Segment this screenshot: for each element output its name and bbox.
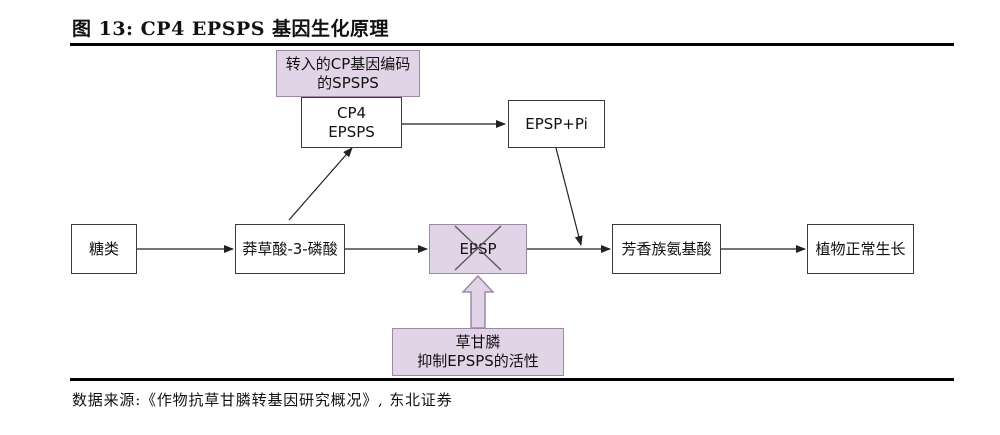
epsp-pi-label: EPSP+Pi	[525, 114, 588, 133]
shikimate-label: 莽草酸-3-磷酸	[242, 239, 338, 258]
aromatic-box: 芳香族氨基酸	[612, 224, 721, 274]
cp4-epsps-line1: CP4	[336, 103, 367, 122]
shikimate-box: 莽草酸-3-磷酸	[235, 224, 345, 274]
cp4-epsps-line2: EPSPS	[328, 122, 375, 141]
cross-mark-icon	[454, 225, 502, 271]
sugar-box: 糖类	[71, 224, 137, 274]
glyphosate-inhibition-arrow	[461, 274, 495, 329]
sugar-label: 糖类	[88, 239, 119, 258]
growth-label: 植物正常生长	[815, 239, 906, 258]
top-rule	[70, 43, 954, 46]
glyphosate-box: 草甘膦抑制EPSPS的活性	[392, 328, 564, 376]
glyphosate-line1: 草甘膦	[455, 333, 501, 351]
growth-box: 植物正常生长	[807, 224, 914, 274]
glyphosate-line2: 抑制EPSPS的活性	[417, 352, 539, 370]
epsp-pi-box: EPSP+Pi	[508, 100, 605, 148]
source-note: 数据来源:《作物抗草甘膦转基因研究概况》, 东北证券	[72, 391, 453, 409]
gene-encoding-line1: 转入的CP基因编码	[285, 54, 411, 73]
aromatic-label: 芳香族氨基酸	[621, 239, 712, 258]
bottom-rule	[70, 378, 954, 381]
arrow-epsppi-to-aromatic	[555, 147, 583, 246]
gene-encoding-line2: 的SPSPS	[317, 73, 379, 92]
epsp-box: EPSP	[429, 224, 527, 274]
figure-title: 图 13: CP4 EPSPS 基因生化原理	[72, 18, 390, 40]
arrow-shikimate-to-cp4	[288, 147, 353, 221]
gene-encoding-box: 转入的CP基因编码的SPSPS	[276, 50, 420, 97]
